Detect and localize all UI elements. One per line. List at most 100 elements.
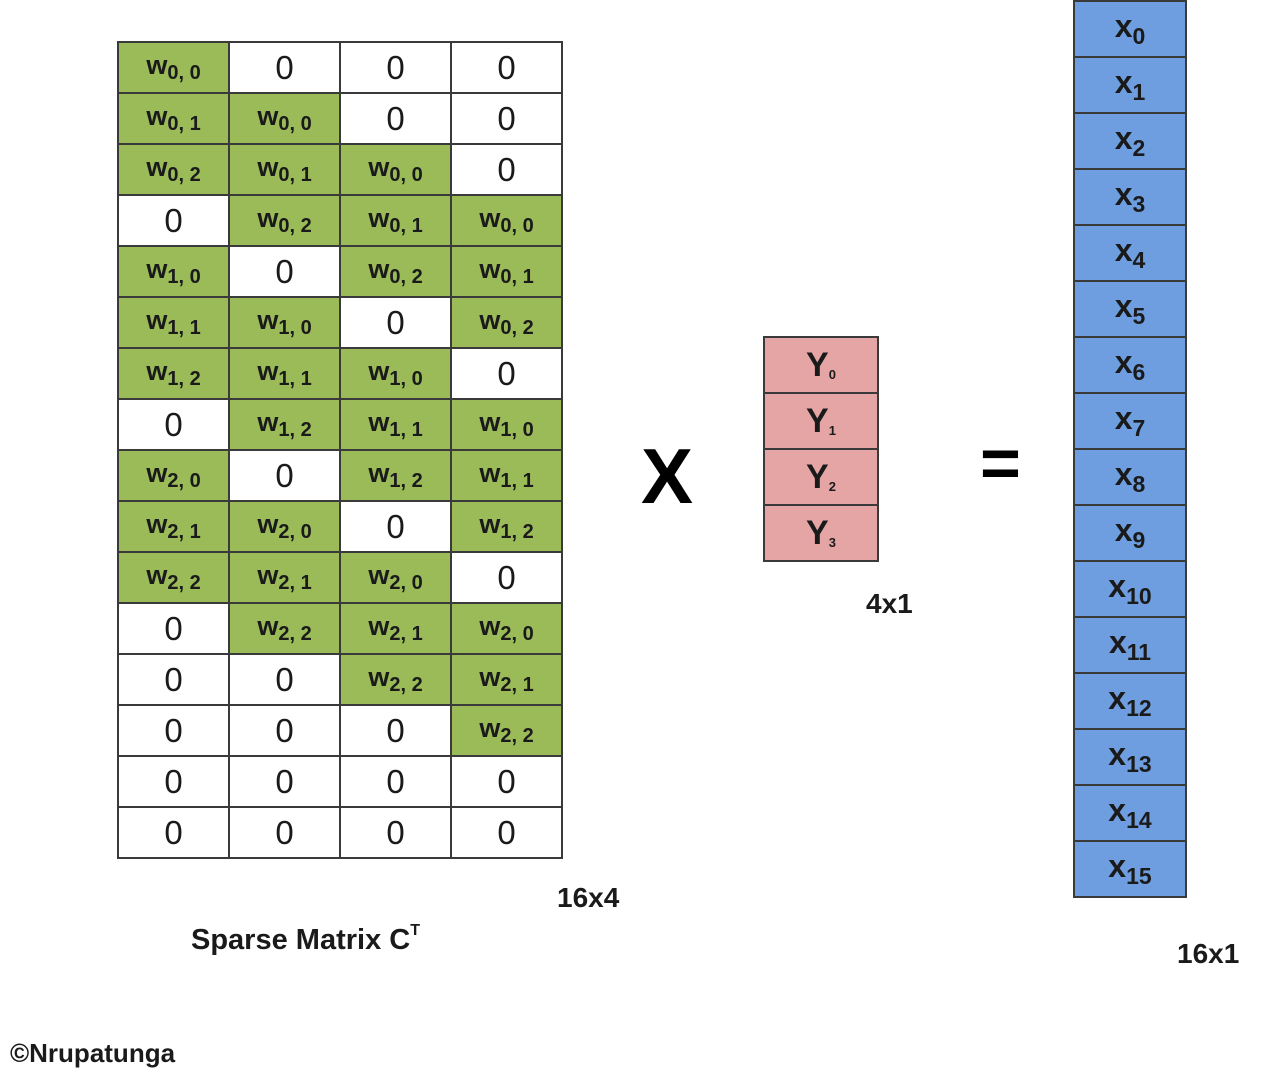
x-vector-cell: x12	[1073, 672, 1187, 730]
zero-cell: 0	[228, 806, 341, 859]
weight-cell: w0, 2	[339, 245, 452, 298]
zero-cell: 0	[228, 245, 341, 298]
weight-cell: w2, 1	[339, 602, 452, 655]
weight-cell: w0, 2	[228, 194, 341, 247]
weight-cell: w1, 1	[117, 296, 230, 349]
y-vector-cell: Y3	[763, 504, 879, 562]
weight-cell: w2, 2	[117, 551, 230, 604]
transpose-superscript: T	[410, 922, 420, 939]
zero-cell: 0	[228, 755, 341, 808]
weight-cell: w0, 1	[450, 245, 563, 298]
weight-cell: w1, 1	[339, 398, 452, 451]
zero-cell: 0	[339, 92, 452, 145]
weight-cell: w1, 2	[450, 500, 563, 553]
zero-cell: 0	[117, 653, 230, 706]
weight-cell: w2, 0	[117, 449, 230, 502]
weight-cell: w1, 2	[228, 398, 341, 451]
zero-cell: 0	[117, 602, 230, 655]
zero-cell: 0	[117, 806, 230, 859]
x-vector-cell: x5	[1073, 280, 1187, 338]
x-vector-cell: x11	[1073, 616, 1187, 674]
zero-cell: 0	[450, 347, 563, 400]
x-vector-cell: x10	[1073, 560, 1187, 618]
zero-cell: 0	[450, 41, 563, 94]
y-vector-dimension-label: 4x1	[866, 588, 913, 619]
zero-cell: 0	[339, 296, 452, 349]
y-vector-cell: Y0	[763, 336, 879, 394]
x-vector-cell: x1	[1073, 56, 1187, 114]
weight-cell: w0, 1	[228, 143, 341, 196]
y-vector-cell: Y2	[763, 448, 879, 506]
weight-cell: w1, 0	[117, 245, 230, 298]
zero-cell: 0	[339, 704, 452, 757]
zero-cell: 0	[450, 806, 563, 859]
weight-cell: w1, 0	[228, 296, 341, 349]
weight-cell: w0, 2	[117, 143, 230, 196]
weight-cell: w1, 0	[450, 398, 563, 451]
zero-cell: 0	[450, 755, 563, 808]
x-vector-cell: x14	[1073, 784, 1187, 842]
weight-cell: w1, 1	[228, 347, 341, 400]
zero-cell: 0	[117, 704, 230, 757]
x-vector-dimension-label: 16x1	[1177, 938, 1240, 969]
zero-cell: 0	[228, 449, 341, 502]
matrix-caption: Sparse Matrix CT	[191, 922, 420, 957]
weight-cell: w2, 1	[117, 500, 230, 553]
zero-cell: 0	[339, 41, 452, 94]
zero-cell: 0	[117, 755, 230, 808]
weight-cell: w1, 0	[339, 347, 452, 400]
zero-cell: 0	[339, 500, 452, 553]
weight-cell: w2, 1	[450, 653, 563, 706]
weight-cell: w2, 0	[339, 551, 452, 604]
x-vector-cell: x13	[1073, 728, 1187, 786]
copyright-notice: ©Nrupatunga	[10, 1038, 176, 1068]
x-vector-cell: x2	[1073, 112, 1187, 170]
zero-cell: 0	[450, 551, 563, 604]
x-vector-cell: x7	[1073, 392, 1187, 450]
x-vector-cell: x15	[1073, 840, 1187, 898]
weight-cell: w2, 0	[228, 500, 341, 553]
weight-cell: w2, 1	[228, 551, 341, 604]
zero-cell: 0	[450, 143, 563, 196]
weight-cell: w0, 0	[450, 194, 563, 247]
zero-cell: 0	[117, 194, 230, 247]
weight-cell: w1, 1	[450, 449, 563, 502]
y-vector-cell: Y1	[763, 392, 879, 450]
weight-cell: w1, 2	[117, 347, 230, 400]
x-vector-cell: x0	[1073, 0, 1187, 58]
zero-cell: 0	[339, 806, 452, 859]
zero-cell: 0	[117, 398, 230, 451]
weight-cell: w0, 1	[339, 194, 452, 247]
zero-cell: 0	[450, 92, 563, 145]
x-vector-cell: x9	[1073, 504, 1187, 562]
weight-cell: w0, 2	[450, 296, 563, 349]
x-vector-cell: x8	[1073, 448, 1187, 506]
weight-cell: w2, 2	[339, 653, 452, 706]
matrix-caption-text: Sparse Matrix C	[191, 924, 411, 956]
matrix-dimension-label: 16x4	[557, 882, 620, 913]
weight-cell: w2, 0	[450, 602, 563, 655]
zero-cell: 0	[228, 41, 341, 94]
x-vector-cell: x6	[1073, 336, 1187, 394]
zero-cell: 0	[228, 653, 341, 706]
equals-operator: =	[980, 424, 1021, 502]
multiply-operator: X	[641, 432, 694, 520]
